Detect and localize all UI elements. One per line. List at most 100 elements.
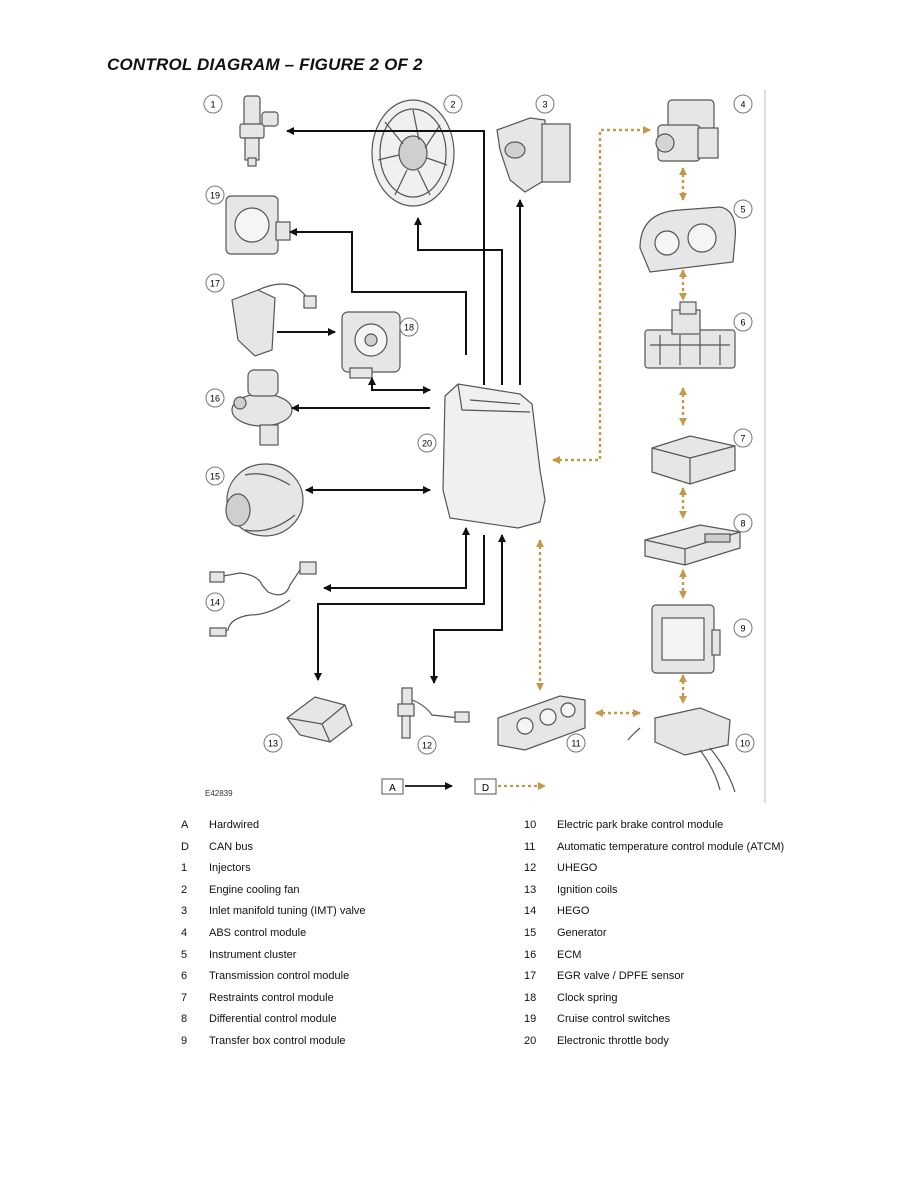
- legend-key: 2: [181, 883, 188, 896]
- callout-11: 11: [566, 733, 586, 753]
- callout-circle: [417, 433, 437, 453]
- legend-description: Restraints control module: [209, 991, 334, 1004]
- legend-description: EGR valve / DPFE sensor: [557, 970, 685, 983]
- callout-number: 12: [422, 741, 432, 751]
- transfer-box-module-illustration: [651, 604, 721, 674]
- atcm-illustration: [497, 695, 586, 751]
- can-bus-connections: [536, 126, 687, 717]
- legend-key: 6: [181, 970, 188, 983]
- callout-circle: [205, 273, 225, 293]
- legend-key: 16: [524, 948, 537, 961]
- legend-key: 13: [524, 883, 537, 896]
- callout-number: 9: [740, 624, 745, 634]
- uhego-illustration: [397, 687, 470, 739]
- legend-key: 10: [524, 819, 537, 831]
- legend-key: 12: [524, 862, 537, 875]
- callout-circle: [263, 733, 283, 753]
- callout-circle: [566, 733, 586, 753]
- callout-6: 6: [733, 312, 753, 332]
- callout-number: 17: [210, 279, 220, 289]
- injector-illustration: [239, 95, 279, 167]
- legend-key: 4: [181, 927, 188, 939]
- legend-key: 9: [181, 1035, 188, 1047]
- callout-14: 14: [205, 592, 225, 612]
- restraints-module-illustration: [651, 435, 736, 485]
- callout-number: 19: [210, 191, 220, 201]
- wire-ecm-hego: [323, 527, 470, 592]
- callout-18: 18: [399, 317, 419, 337]
- callout-number: 1: [210, 100, 215, 110]
- callout-17: 17: [205, 273, 225, 293]
- callout-circle: [443, 94, 463, 114]
- figure-reference: E42839: [205, 789, 233, 798]
- callout-number: 16: [210, 394, 220, 404]
- callout-number: 4: [740, 100, 745, 110]
- throttle-body-illustration: [225, 195, 291, 255]
- legend-description: Clock spring: [557, 991, 618, 1004]
- legend-key: 11: [524, 840, 536, 853]
- legend-description: Hardwired: [209, 819, 260, 831]
- callout-12: 12: [417, 735, 437, 755]
- legend-key: 14: [524, 905, 537, 918]
- generator-illustration: [225, 463, 304, 537]
- egr-valve-illustration: [231, 369, 293, 446]
- transmission-module-illustration: [644, 301, 736, 369]
- legend-description: Ignition coils: [557, 883, 618, 896]
- callout-number: 20: [422, 439, 432, 449]
- key-hardwired: A: [381, 778, 453, 795]
- callout-number: 6: [740, 318, 745, 328]
- hego-illustration: [209, 561, 317, 637]
- callout-circle: [203, 94, 223, 114]
- callout-number: 10: [740, 739, 750, 749]
- abs-module-illustration: [655, 99, 719, 162]
- legend-description: UHEGO: [557, 862, 598, 875]
- callout-7: 7: [733, 428, 753, 448]
- callout-19: 19: [205, 185, 225, 205]
- callout-circle: [205, 185, 225, 205]
- key-hardwired-label: A: [389, 783, 396, 794]
- callout-circle: [205, 592, 225, 612]
- wire-ecm-to-throttle: [289, 228, 467, 355]
- legend-description: Cruise control switches: [557, 1013, 671, 1026]
- callout-circle: [205, 388, 225, 408]
- legend-key: 15: [524, 927, 537, 939]
- callout-circle: [399, 317, 419, 337]
- callout-number: 15: [210, 472, 220, 482]
- callout-4: 4: [733, 94, 753, 114]
- clock-spring-illustration: [341, 311, 401, 379]
- callout-20: 20: [417, 433, 437, 453]
- wire-ecm-clockspring: [368, 377, 431, 394]
- callout-number: 5: [740, 205, 745, 215]
- legend-key: 5: [181, 948, 188, 961]
- legend-description: Automatic temperature control module (AT…: [557, 840, 785, 853]
- legend-description: CAN bus: [209, 840, 254, 853]
- epb-module-illustration: [627, 707, 736, 793]
- callout-circle: [733, 94, 753, 114]
- legend-key: 7: [181, 991, 188, 1004]
- callout-5: 5: [733, 199, 753, 219]
- legend-key: 1: [181, 862, 188, 875]
- legend-description: Transmission control module: [209, 970, 350, 983]
- callout-number: 8: [740, 519, 745, 529]
- cooling-fan-illustration: [371, 99, 455, 207]
- callout-circle: [733, 199, 753, 219]
- page-title: CONTROL DIAGRAM – FIGURE 2 OF 2: [107, 55, 423, 74]
- callout-circle: [733, 312, 753, 332]
- callout-2: 2: [443, 94, 463, 114]
- callout-number: 3: [542, 100, 547, 110]
- callout-3: 3: [535, 94, 555, 114]
- legend-description: HEGO: [557, 905, 590, 918]
- legend-description: Instrument cluster: [209, 948, 297, 961]
- callout-number: 2: [450, 100, 455, 110]
- can-ecm-abs: [552, 126, 651, 464]
- legend-description: Generator: [557, 927, 607, 939]
- legend-description: ABS control module: [209, 927, 307, 939]
- legend-description: Inlet manifold tuning (IMT) valve: [209, 905, 366, 918]
- callout-circle: [735, 733, 755, 753]
- callout-circle: [733, 428, 753, 448]
- callout-13: 13: [263, 733, 283, 753]
- callout-8: 8: [733, 513, 753, 533]
- legend-description: Differential control module: [209, 1013, 337, 1026]
- legend-key: D: [181, 840, 189, 853]
